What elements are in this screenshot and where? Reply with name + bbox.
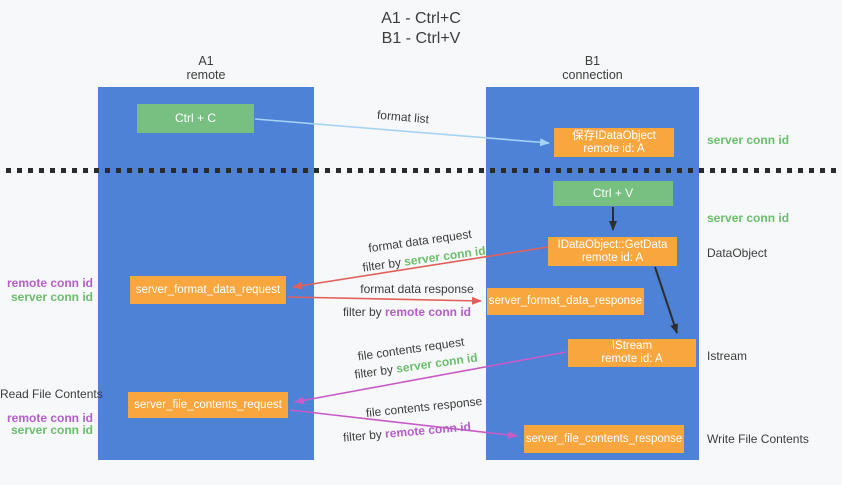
column-b1-name: B1 xyxy=(584,54,601,68)
left-label-read-file-contents: Read File Contents xyxy=(0,387,103,401)
node-format-data-request-label: server_format_data_request xyxy=(135,283,281,296)
node-idataobject-getdata: IDataObject::GetData remote id: A xyxy=(548,237,677,266)
node-istream-line1: IStream xyxy=(611,340,653,352)
node-ctrl-c-label: Ctrl + C xyxy=(174,111,216,125)
diagram-title: A1 - Ctrl+C B1 - Ctrl+V xyxy=(0,9,842,49)
title-line-1: A1 - Ctrl+C xyxy=(381,10,461,27)
dotted-separator-line xyxy=(6,168,836,173)
node-save-idataobject-line2: remote id: A xyxy=(583,142,645,155)
node-server-format-data-response: server_format_data_response xyxy=(487,288,644,315)
filter-by-text: filter by xyxy=(342,427,383,445)
node-ctrl-v: Ctrl + V xyxy=(553,181,673,206)
left-label-remote-conn-id-1: remote conn id xyxy=(6,276,93,290)
file-contents-response-label: file contents response xyxy=(365,393,483,421)
column-header-a1: A1 remote xyxy=(98,54,314,82)
remote-conn-id-text: remote conn id xyxy=(385,305,472,319)
filter-by-text: filter by xyxy=(342,305,382,319)
node-ctrl-v-label: Ctrl + V xyxy=(592,186,634,200)
right-label-server-conn-id-2: server conn id xyxy=(707,211,790,225)
filter-by-remote-conn-id-label-2: filter by remote conn id xyxy=(337,419,478,445)
node-server-file-contents-response: server_file_contents_response xyxy=(524,425,684,453)
filter-by-text: filter by xyxy=(353,362,394,382)
column-header-b1: B1 connection xyxy=(486,54,699,82)
filter-by-remote-conn-id-label-1: filter by remote conn id xyxy=(337,305,477,319)
right-label-dataobject: DataObject xyxy=(707,246,768,260)
left-label-remote-conn-id-2: remote conn id xyxy=(6,411,93,425)
column-b1-subtitle: connection xyxy=(562,68,623,82)
right-label-write-file-contents: Write File Contents xyxy=(707,432,809,446)
node-ctrl-c: Ctrl + C xyxy=(137,104,254,133)
column-a1-name: A1 xyxy=(198,54,214,68)
title-line-2: B1 - Ctrl+V xyxy=(381,30,461,47)
node-server-file-contents-request: server_file_contents_request xyxy=(128,392,288,418)
node-istream: IStream remote id: A xyxy=(568,339,696,367)
node-save-idataobject: 保存IDataObject remote id: A xyxy=(554,128,674,157)
right-label-istream: Istream xyxy=(707,349,748,363)
remote-conn-id-text: remote conn id xyxy=(384,419,472,441)
format-data-response-arrow xyxy=(287,296,482,305)
node-getdata-line2: remote id: A xyxy=(581,251,644,264)
node-format-data-response-label: server_format_data_response xyxy=(488,295,643,307)
node-file-contents-response-label: server_file_contents_response xyxy=(525,432,683,445)
node-save-idataobject-line1: 保存IDataObject xyxy=(572,129,656,142)
filter-by-text: filter by xyxy=(361,255,402,275)
node-getdata-line1: IDataObject::GetData xyxy=(557,238,668,251)
format-list-label: format list xyxy=(376,107,430,127)
left-label-server-conn-id-2: server conn id xyxy=(10,423,93,437)
node-istream-line2: remote id: A xyxy=(601,353,663,365)
node-file-contents-request-label: server_file_contents_request xyxy=(134,398,282,411)
node-server-format-data-request: server_format_data_request xyxy=(130,276,286,304)
right-label-server-conn-id-1: server conn id xyxy=(707,133,790,147)
format-data-response-label: format data response xyxy=(360,282,474,296)
left-label-server-conn-id-1: server conn id xyxy=(10,290,93,304)
column-a1-subtitle: remote xyxy=(186,68,226,82)
